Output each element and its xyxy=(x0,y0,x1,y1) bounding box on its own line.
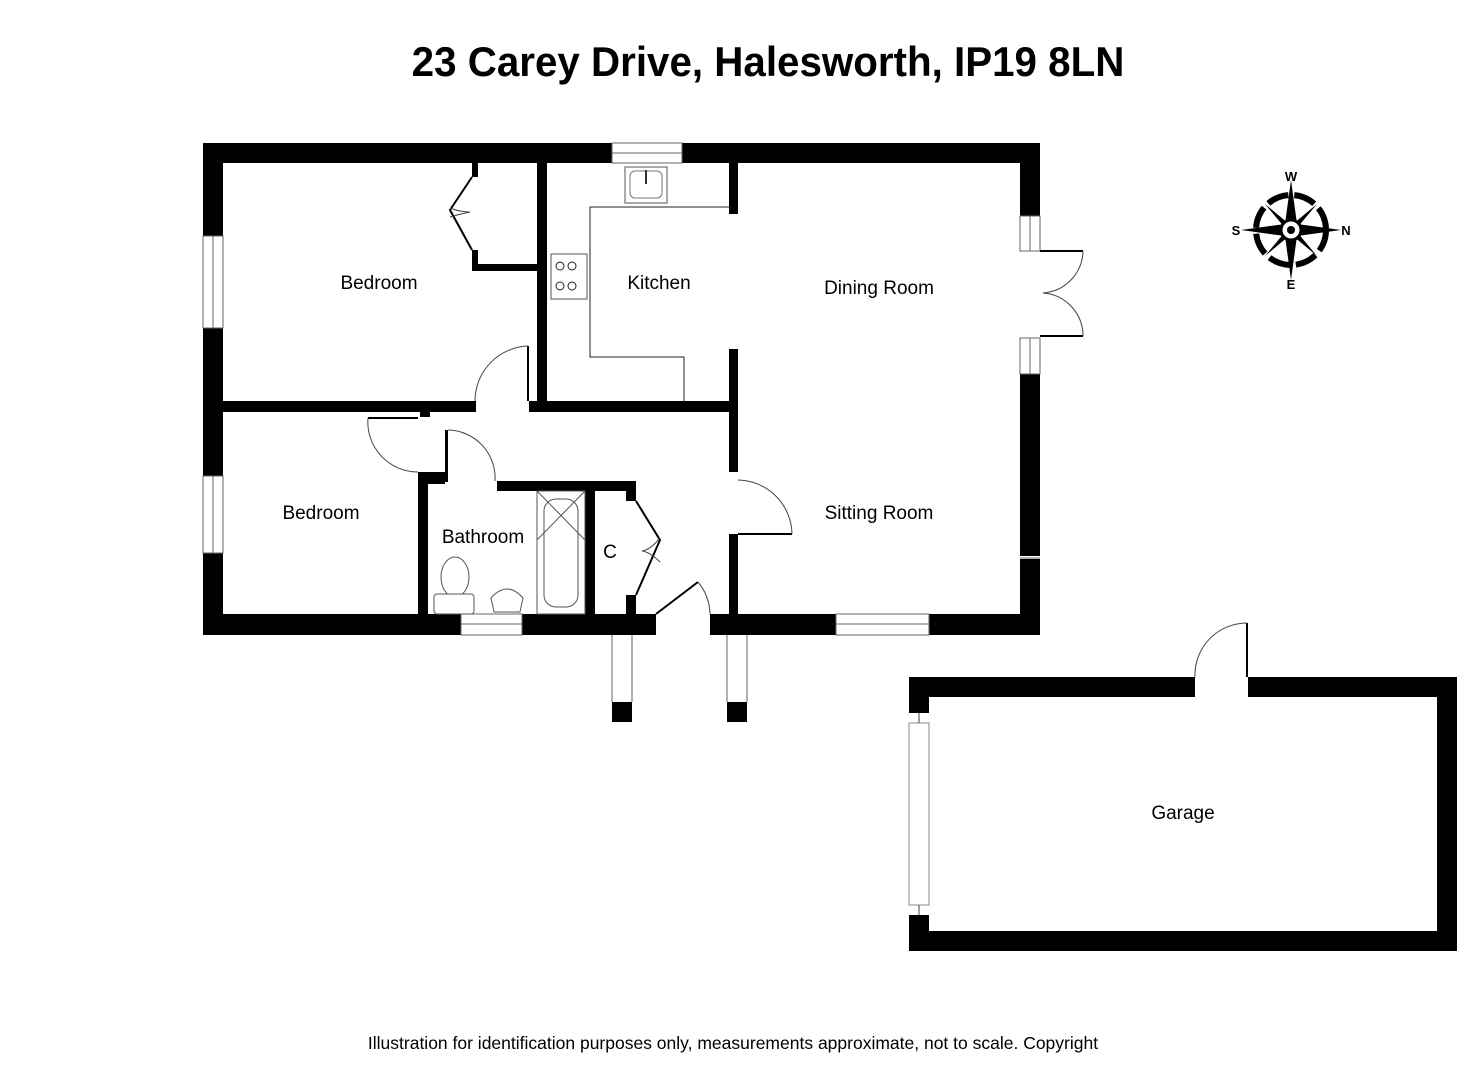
label-bedroom-1: Bedroom xyxy=(340,273,417,294)
toilet-icon xyxy=(440,556,470,598)
hob-icon xyxy=(550,253,588,300)
windows xyxy=(202,142,1041,702)
compass-e: E xyxy=(1287,277,1296,292)
disclaimer-footer: Illustration for identification purposes… xyxy=(367,1033,1099,1053)
label-dining-room: Dining Room xyxy=(824,278,934,299)
label-cupboard: C xyxy=(603,542,617,563)
compass-rose: W E S N xyxy=(1232,169,1351,292)
basin-icon xyxy=(490,588,524,613)
compass-s: S xyxy=(1232,223,1241,238)
label-kitchen: Kitchen xyxy=(627,273,690,294)
label-bathroom: Bathroom xyxy=(442,527,524,548)
main-house-walls xyxy=(203,143,1040,722)
label-bedroom-2: Bedroom xyxy=(282,503,359,524)
label-sitting-room: Sitting Room xyxy=(825,503,934,524)
compass-w: W xyxy=(1285,169,1298,184)
bathroom-fittings xyxy=(433,490,586,615)
garage-door xyxy=(908,622,1248,915)
room-labels: Bedroom Kitchen Dining Room Bedroom Bath… xyxy=(282,273,1214,824)
kitchen-fittings xyxy=(550,166,729,401)
plan-title: 23 Carey Drive, Halesworth, IP19 8LN xyxy=(411,38,1125,85)
compass-n: N xyxy=(1341,223,1350,238)
garage-walls xyxy=(909,677,1457,951)
label-garage: Garage xyxy=(1151,803,1214,824)
doors xyxy=(367,176,1084,615)
